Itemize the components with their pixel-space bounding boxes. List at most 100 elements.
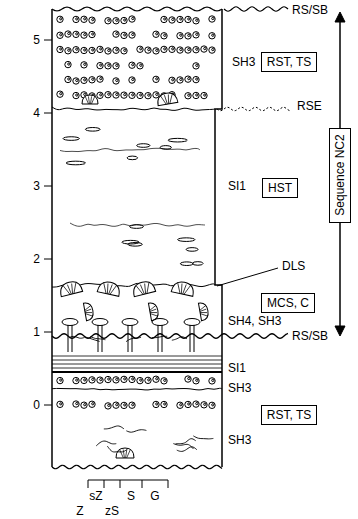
oyster-symbol (82, 95, 98, 104)
oyster-symbol (97, 280, 121, 296)
shell-symbol (188, 18, 190, 20)
shell-symbol (121, 32, 127, 38)
column-break (52, 465, 222, 468)
shell-symbol (108, 378, 110, 380)
oyster-rib (91, 96, 94, 104)
shell-symbol (100, 94, 102, 96)
column-top (52, 7, 222, 11)
grain-size-label: sZ (89, 489, 102, 503)
burrow-symbol (126, 430, 146, 433)
shell-symbol (209, 47, 215, 53)
grain-size-label: zS (105, 504, 119, 518)
axis-number: 4 (33, 106, 40, 120)
shell-symbol (76, 79, 78, 81)
systems-tract-box: RST, TS (261, 52, 317, 72)
grain-size-label: G (150, 489, 159, 503)
oyster-rib (150, 309, 157, 311)
oyster-symbol (171, 280, 195, 296)
axis-tick (44, 332, 52, 333)
shell-symbol (113, 377, 119, 383)
shell-symbol (177, 33, 183, 39)
shell-symbol (84, 63, 86, 65)
lens-symbol (127, 156, 138, 160)
shell-symbol (185, 93, 191, 99)
burrow-symbol (177, 447, 197, 452)
shell-symbol (84, 49, 86, 51)
shell-symbol (156, 403, 158, 405)
oyster-rib (63, 285, 70, 296)
shell-symbol (73, 16, 79, 22)
shell-symbol (60, 48, 62, 50)
shell-symbol (97, 62, 103, 68)
shell-symbol (132, 404, 134, 406)
shell-symbol (164, 18, 166, 20)
oyster-rib (106, 284, 110, 294)
surface-label: RSE (297, 99, 322, 113)
shell-symbol (172, 48, 174, 50)
shell-symbol (124, 34, 126, 36)
shell-symbol (108, 19, 110, 21)
shell-symbol (180, 78, 182, 80)
oyster-rib (85, 96, 88, 104)
column-edge (215, 9, 222, 467)
shell-symbol (156, 33, 158, 35)
shell-symbol (81, 62, 87, 68)
shell-symbol (156, 78, 158, 80)
shell-symbol (196, 78, 198, 80)
scale-tick (88, 480, 89, 488)
arrow-head (335, 12, 345, 22)
shell-symbol (57, 46, 63, 52)
shell-symbol (193, 401, 199, 407)
oyster-symbol (83, 302, 94, 321)
shell-symbol (105, 63, 111, 69)
bed-boundary (52, 388, 222, 390)
arrow-head (335, 326, 345, 336)
shell-symbol (76, 94, 78, 96)
shell-symbol (193, 92, 199, 98)
shell-symbol (73, 47, 79, 53)
shell-symbol (113, 63, 119, 69)
shell-symbol (140, 64, 142, 66)
burrow-symbol (107, 446, 127, 452)
shell-symbol (148, 48, 150, 50)
shell-symbol (164, 403, 166, 405)
surface-line (224, 7, 288, 12)
shell-symbol (76, 18, 78, 20)
shell-symbol (76, 402, 78, 404)
shell-symbol (97, 377, 103, 383)
oyster-rib (150, 311, 157, 313)
shell-symbol (108, 404, 110, 406)
facies-label: SI1 (228, 179, 246, 193)
axis-number: 1 (33, 325, 40, 339)
shell-symbol (116, 79, 118, 81)
burrow-symbol (172, 337, 187, 340)
shell-symbol (105, 91, 111, 97)
shell-symbol (116, 32, 118, 34)
surface-label: DLS (282, 259, 305, 273)
shell-symbol (89, 47, 95, 53)
shell-symbol (121, 402, 127, 408)
shell-symbol (201, 92, 207, 98)
oyster-symbol (83, 302, 94, 321)
oyster-rib (71, 283, 78, 294)
shell-symbol (73, 31, 79, 37)
burrow-symbol (128, 325, 129, 352)
oyster-rib (160, 95, 166, 105)
lens-symbol (85, 128, 100, 132)
shell-symbol (108, 64, 110, 66)
shell-symbol (89, 31, 95, 37)
shell-symbol (188, 78, 190, 80)
oyster-rib (127, 450, 131, 459)
bed-boundary (52, 371, 222, 373)
shell-symbol (84, 79, 86, 81)
oyster-rib (109, 284, 113, 294)
oyster-rib (90, 96, 91, 104)
shell-symbol (81, 377, 87, 383)
oyster-symbol (116, 448, 134, 458)
burrow-symbol (176, 439, 196, 444)
shell-symbol (164, 34, 166, 36)
shell-symbol (161, 401, 167, 407)
shell-symbol (116, 49, 118, 51)
shell-symbol (57, 401, 63, 407)
bed-boundary (52, 107, 215, 110)
